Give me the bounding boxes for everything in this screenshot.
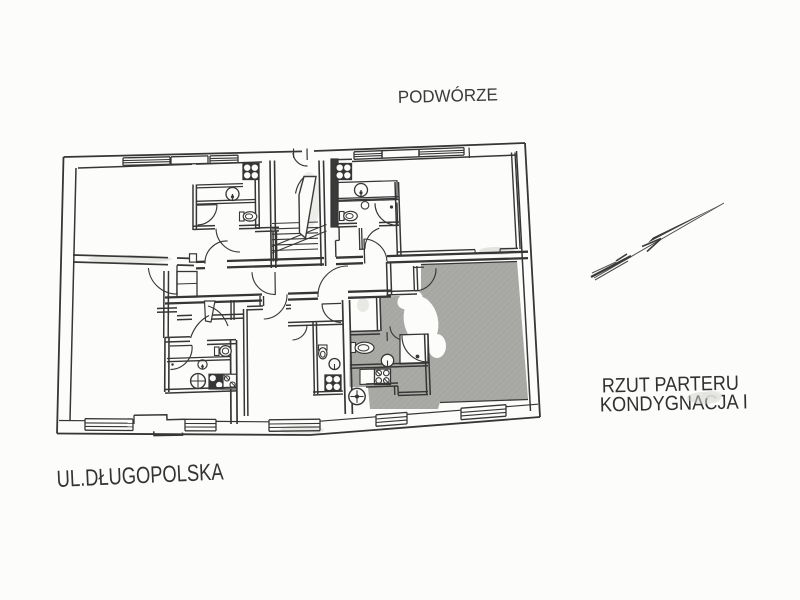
svg-text:PODWÓRZE: PODWÓRZE <box>398 83 499 107</box>
svg-text:KONDYGNACJA I: KONDYGNACJA I <box>600 390 748 416</box>
